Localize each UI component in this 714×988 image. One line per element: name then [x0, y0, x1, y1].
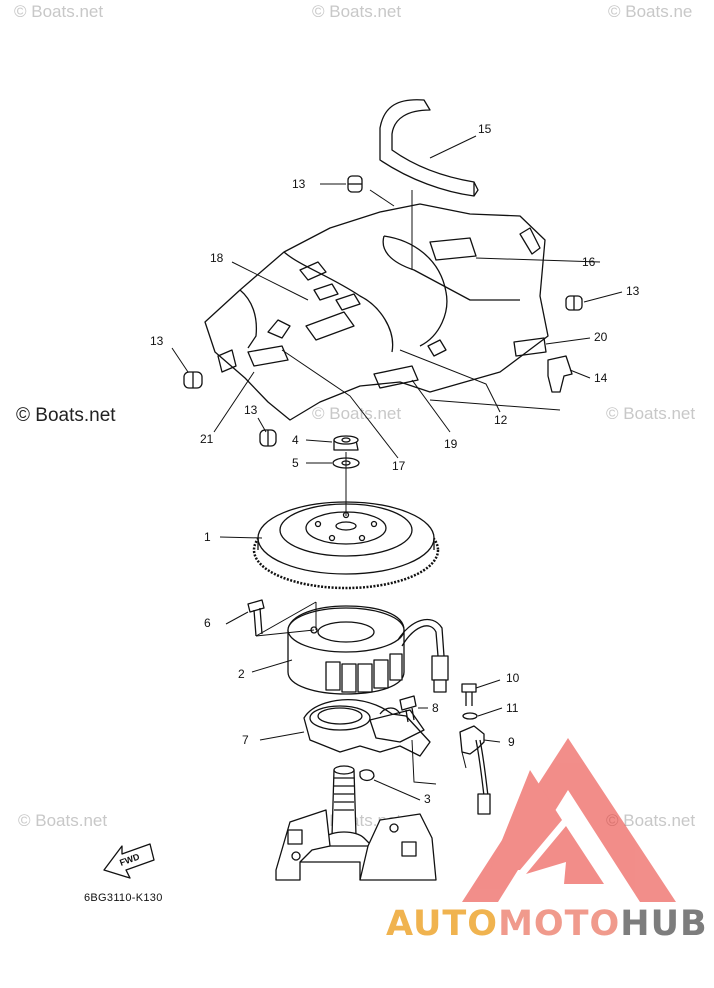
- part-code: 6BG3110-K130: [84, 892, 163, 904]
- callout-13-low: 13: [244, 403, 258, 417]
- part-11-washer: [462, 712, 478, 720]
- part-13-grommet-top: [347, 175, 363, 193]
- watermark-mid-center: © Boats.net: [312, 404, 402, 423]
- part-20-label: [513, 337, 547, 357]
- part-19-label: [373, 365, 419, 389]
- callout-9: 9: [508, 735, 515, 749]
- part-10-screw: [461, 683, 477, 706]
- logo-hub: HUB: [620, 904, 708, 944]
- part-21-label: [247, 345, 289, 367]
- watermark-top-right: © Boats.ne: [608, 2, 693, 21]
- callout-labels: 15 13 16 13 18 13 20 14 12 19 17 21 13 4…: [118, 122, 639, 868]
- part-9-pulser: [459, 725, 491, 815]
- callout-14: 14: [594, 371, 608, 385]
- fwd-arrow-icon: [103, 843, 155, 879]
- callout-18: 18: [210, 251, 224, 265]
- part-13-grommet-left: [183, 371, 203, 389]
- callout-5: 5: [292, 456, 299, 470]
- part-13-grommet-right: [565, 295, 583, 311]
- callout-13-right: 13: [626, 284, 640, 298]
- part-2-stator: [287, 605, 449, 695]
- part-4-nut: [333, 435, 359, 451]
- part-7-base-plate: [303, 698, 431, 757]
- part-15-hose: [379, 99, 479, 197]
- watermark-top-center: © Boats.net: [312, 2, 402, 21]
- crankshaft-and-block: [275, 765, 437, 881]
- watermark-mid-left: © Boats.net: [16, 405, 116, 426]
- automotohub-logo-text: AUTOMOTOHUB: [386, 904, 708, 944]
- part-8-screw: [399, 695, 417, 723]
- callout-21: 21: [200, 432, 214, 446]
- callout-13-left: 13: [150, 334, 164, 348]
- callout-1: 1: [204, 530, 211, 544]
- flywheel-cover: [204, 203, 549, 421]
- callout-10: 10: [506, 671, 520, 685]
- part-18-label: [305, 311, 355, 341]
- part-3-key: [359, 769, 375, 782]
- callout-4: 4: [292, 433, 299, 447]
- callout-16: 16: [582, 255, 596, 269]
- part-13-grommet-low: [259, 429, 277, 447]
- part-16-label: [429, 237, 477, 261]
- callout-8: 8: [432, 701, 439, 715]
- callout-3: 3: [424, 792, 431, 806]
- callout-6: 6: [204, 616, 211, 630]
- logo-moto: MOTO: [498, 904, 621, 944]
- watermark-top-left: © Boats.net: [14, 2, 104, 21]
- automotohub-logo-mark: [462, 738, 676, 902]
- leader-lines: [171, 135, 623, 801]
- callout-19: 19: [444, 437, 458, 451]
- callout-12: 12: [494, 413, 508, 427]
- watermark-bottom-left: © Boats.net: [18, 811, 108, 830]
- watermark-mid-right: © Boats.net: [606, 404, 696, 423]
- callout-11: 11: [506, 701, 519, 715]
- part-1-flywheel: [252, 501, 440, 590]
- callout-20: 20: [594, 330, 608, 344]
- watermark-bottom-right: © Boats.net: [606, 811, 696, 830]
- logo-auto: AUTO: [386, 904, 499, 944]
- callout-13-top: 13: [292, 177, 306, 191]
- callout-7: 7: [242, 733, 249, 747]
- callout-17: 17: [392, 459, 406, 473]
- part-6-screw: [247, 599, 265, 637]
- part-14-clip: [547, 355, 573, 393]
- callout-15: 15: [478, 122, 492, 136]
- callout-2: 2: [238, 667, 245, 681]
